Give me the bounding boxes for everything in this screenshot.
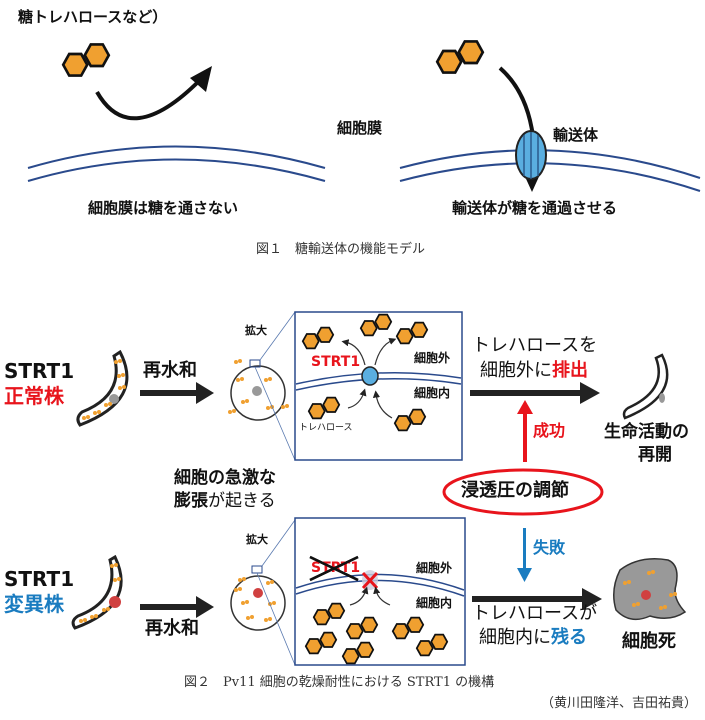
trehalose-label: トレハロース (299, 423, 353, 433)
osmotic-regulation-label: 浸透圧の調節 (461, 480, 569, 501)
retained-arrow (472, 588, 602, 610)
membrane-label: 細胞膜 (337, 119, 383, 137)
figure2-caption: 図２ Pv11 細胞の乾燥耐性における STRT1 の機構 (184, 675, 495, 690)
zoom-lines-mutant (256, 519, 296, 666)
result-prefix: 細胞内に (479, 627, 551, 648)
sugar-label: 糖トレハロースなど） (18, 8, 168, 26)
transporter-icon (515, 130, 547, 180)
outside-label-mutant: 細胞外 (416, 561, 453, 575)
rehydration-arrow-mutant (140, 596, 214, 618)
rehydration-arrow-normal (140, 382, 214, 404)
credit: （黄川田隆洋、吉田祐貴） (540, 696, 697, 711)
swelling-emphasis: 膨張 (174, 491, 208, 511)
normal-strain-label: 正常株 (4, 384, 64, 408)
dead-cell (613, 558, 687, 621)
swelling-line1: 細胞の急激な (174, 468, 276, 488)
inside-label-mutant: 細胞内 (416, 596, 453, 610)
zoom-membrane-mutant (295, 573, 465, 597)
transporter-label: 輸送体 (553, 126, 599, 144)
left-caption: 細胞膜は糖を通さない (88, 199, 239, 217)
flow-arrows-normal (341, 337, 397, 419)
rehydration-label-normal: 再水和 (143, 360, 197, 381)
cell-death-label: 細胞死 (622, 631, 676, 652)
result-line2-normal: 細胞外に排出 (480, 362, 588, 380)
membrane-right (399, 149, 701, 192)
zoom-label-normal: 拡大 (245, 324, 267, 337)
bounce-arrow (95, 78, 202, 121)
transport-arrow (498, 66, 534, 175)
rehydration-label-mutant: 再水和 (145, 618, 199, 639)
strt1-label-normal: STRT1 (311, 354, 361, 370)
recovered-cell (622, 353, 669, 420)
missing-transporter-icon (361, 570, 379, 590)
zoom-lines-normal (254, 311, 296, 461)
crescent-cell-normal (76, 349, 129, 427)
mutant-gene-label: STRT1 (4, 567, 75, 591)
result-line2-mutant: 細胞内に残る (479, 629, 587, 647)
success-label: 成功 (533, 421, 566, 440)
result-emphasis: 残る (551, 627, 587, 648)
osmotic-regulation-oval (442, 468, 604, 516)
membrane-left (27, 145, 326, 182)
failure-arrow (517, 528, 532, 582)
success-arrow (517, 400, 533, 462)
export-arrow (470, 382, 600, 404)
outcome-line1-normal: 生命活動の (604, 422, 689, 442)
result-emphasis: 排出 (552, 360, 588, 381)
swollen-cell-normal (228, 359, 289, 421)
zoom-membrane-normal (295, 371, 462, 391)
strt1-transporter-icon (361, 366, 379, 386)
result-line1-normal: トレハロースを (472, 335, 598, 356)
zoom-label-mutant: 拡大 (246, 533, 268, 546)
flow-arrows-mutant (349, 586, 391, 606)
mutant-strain-label: 変異株 (4, 592, 64, 616)
outside-label-normal: 細胞外 (414, 351, 451, 365)
right-caption: 輸送体が糖を通過させる (452, 199, 618, 217)
figure1-caption: 図１ 糖輸送体の機能モデル (256, 242, 426, 257)
failure-label: 失敗 (533, 538, 566, 557)
crescent-cell-mutant (71, 554, 123, 630)
outcome-line2-normal: 再開 (638, 445, 672, 465)
inside-label-normal: 細胞内 (414, 386, 451, 400)
sugar-molecule-left (61, 43, 111, 77)
result-line1-mutant: トレハロースが (472, 603, 598, 624)
swelling-rest: が起きる (208, 491, 276, 511)
normal-gene-label: STRT1 (4, 359, 75, 383)
bounce-arrow-head (190, 66, 212, 92)
strt1-label-mutant: STRT1 (311, 560, 361, 576)
swelling-line2: 膨張が起きる (174, 493, 276, 510)
result-prefix: 細胞外に (480, 360, 552, 381)
sugar-molecule-right (435, 40, 485, 74)
